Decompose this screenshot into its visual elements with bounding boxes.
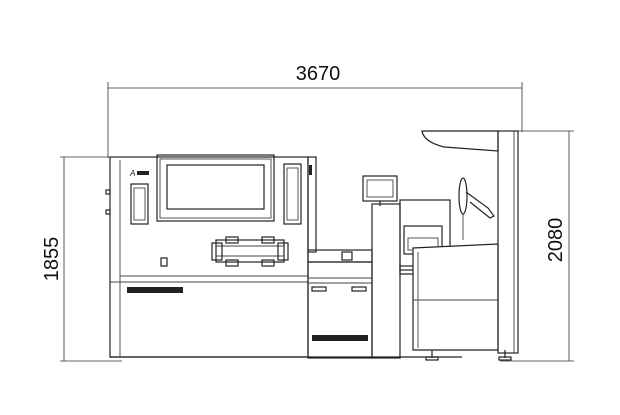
right-height-label: 2080 xyxy=(545,218,567,263)
width-dimension: 3670 xyxy=(107,63,523,158)
foot-right-pad xyxy=(498,356,512,361)
left-body-side-post xyxy=(307,156,317,253)
roller-clip-left-bottom xyxy=(225,259,239,267)
right-tower xyxy=(497,130,519,354)
side-knob-1 xyxy=(105,189,111,195)
top-deck-plate xyxy=(421,130,499,152)
left-cabinet-vent-slot xyxy=(127,287,183,293)
side-post-marker xyxy=(309,165,312,175)
width-dimension-label: 3670 xyxy=(296,63,341,85)
main-display-screen xyxy=(166,164,265,210)
main-display-frame xyxy=(156,154,275,222)
right-infeed-section xyxy=(362,130,519,361)
paper-guide-arm xyxy=(465,191,495,219)
right-column-frame xyxy=(371,203,401,359)
roller-housing xyxy=(215,239,285,263)
right-indicator-window-inner xyxy=(286,167,299,221)
main-display-bezel xyxy=(159,158,272,219)
center-handle-left xyxy=(311,286,327,292)
brand-logo: A xyxy=(129,169,135,178)
small-switch xyxy=(160,257,168,267)
roller-clip-right xyxy=(261,236,275,244)
left-indicator-window xyxy=(130,183,149,225)
front-guard-panel xyxy=(412,243,499,351)
right-indicator-window xyxy=(283,163,302,225)
center-vent-slot xyxy=(312,335,368,341)
center-rail-block xyxy=(341,251,353,261)
center-cabinet xyxy=(307,249,373,359)
center-handle-right xyxy=(351,286,367,292)
left-height-dimension: 1855 xyxy=(41,156,122,362)
left-indicator-window-inner xyxy=(133,187,146,221)
left-machine-body: A xyxy=(105,154,317,358)
roller-assembly xyxy=(211,236,289,267)
center-top-rail xyxy=(307,249,373,263)
brand-logo-bar xyxy=(137,171,149,175)
roller-clip-right-bottom xyxy=(261,259,275,267)
roller-clip-left xyxy=(225,236,239,244)
side-knob-2 xyxy=(105,209,111,215)
paper-guide-disc xyxy=(458,177,468,215)
left-height-label: 1855 xyxy=(41,237,63,282)
control-monitor-screen xyxy=(366,179,394,198)
center-cabinet-outline xyxy=(307,261,373,359)
roller-right-cap xyxy=(277,242,289,261)
right-height-dimension: 2080 xyxy=(500,130,574,362)
roller-left-cap xyxy=(211,242,223,261)
